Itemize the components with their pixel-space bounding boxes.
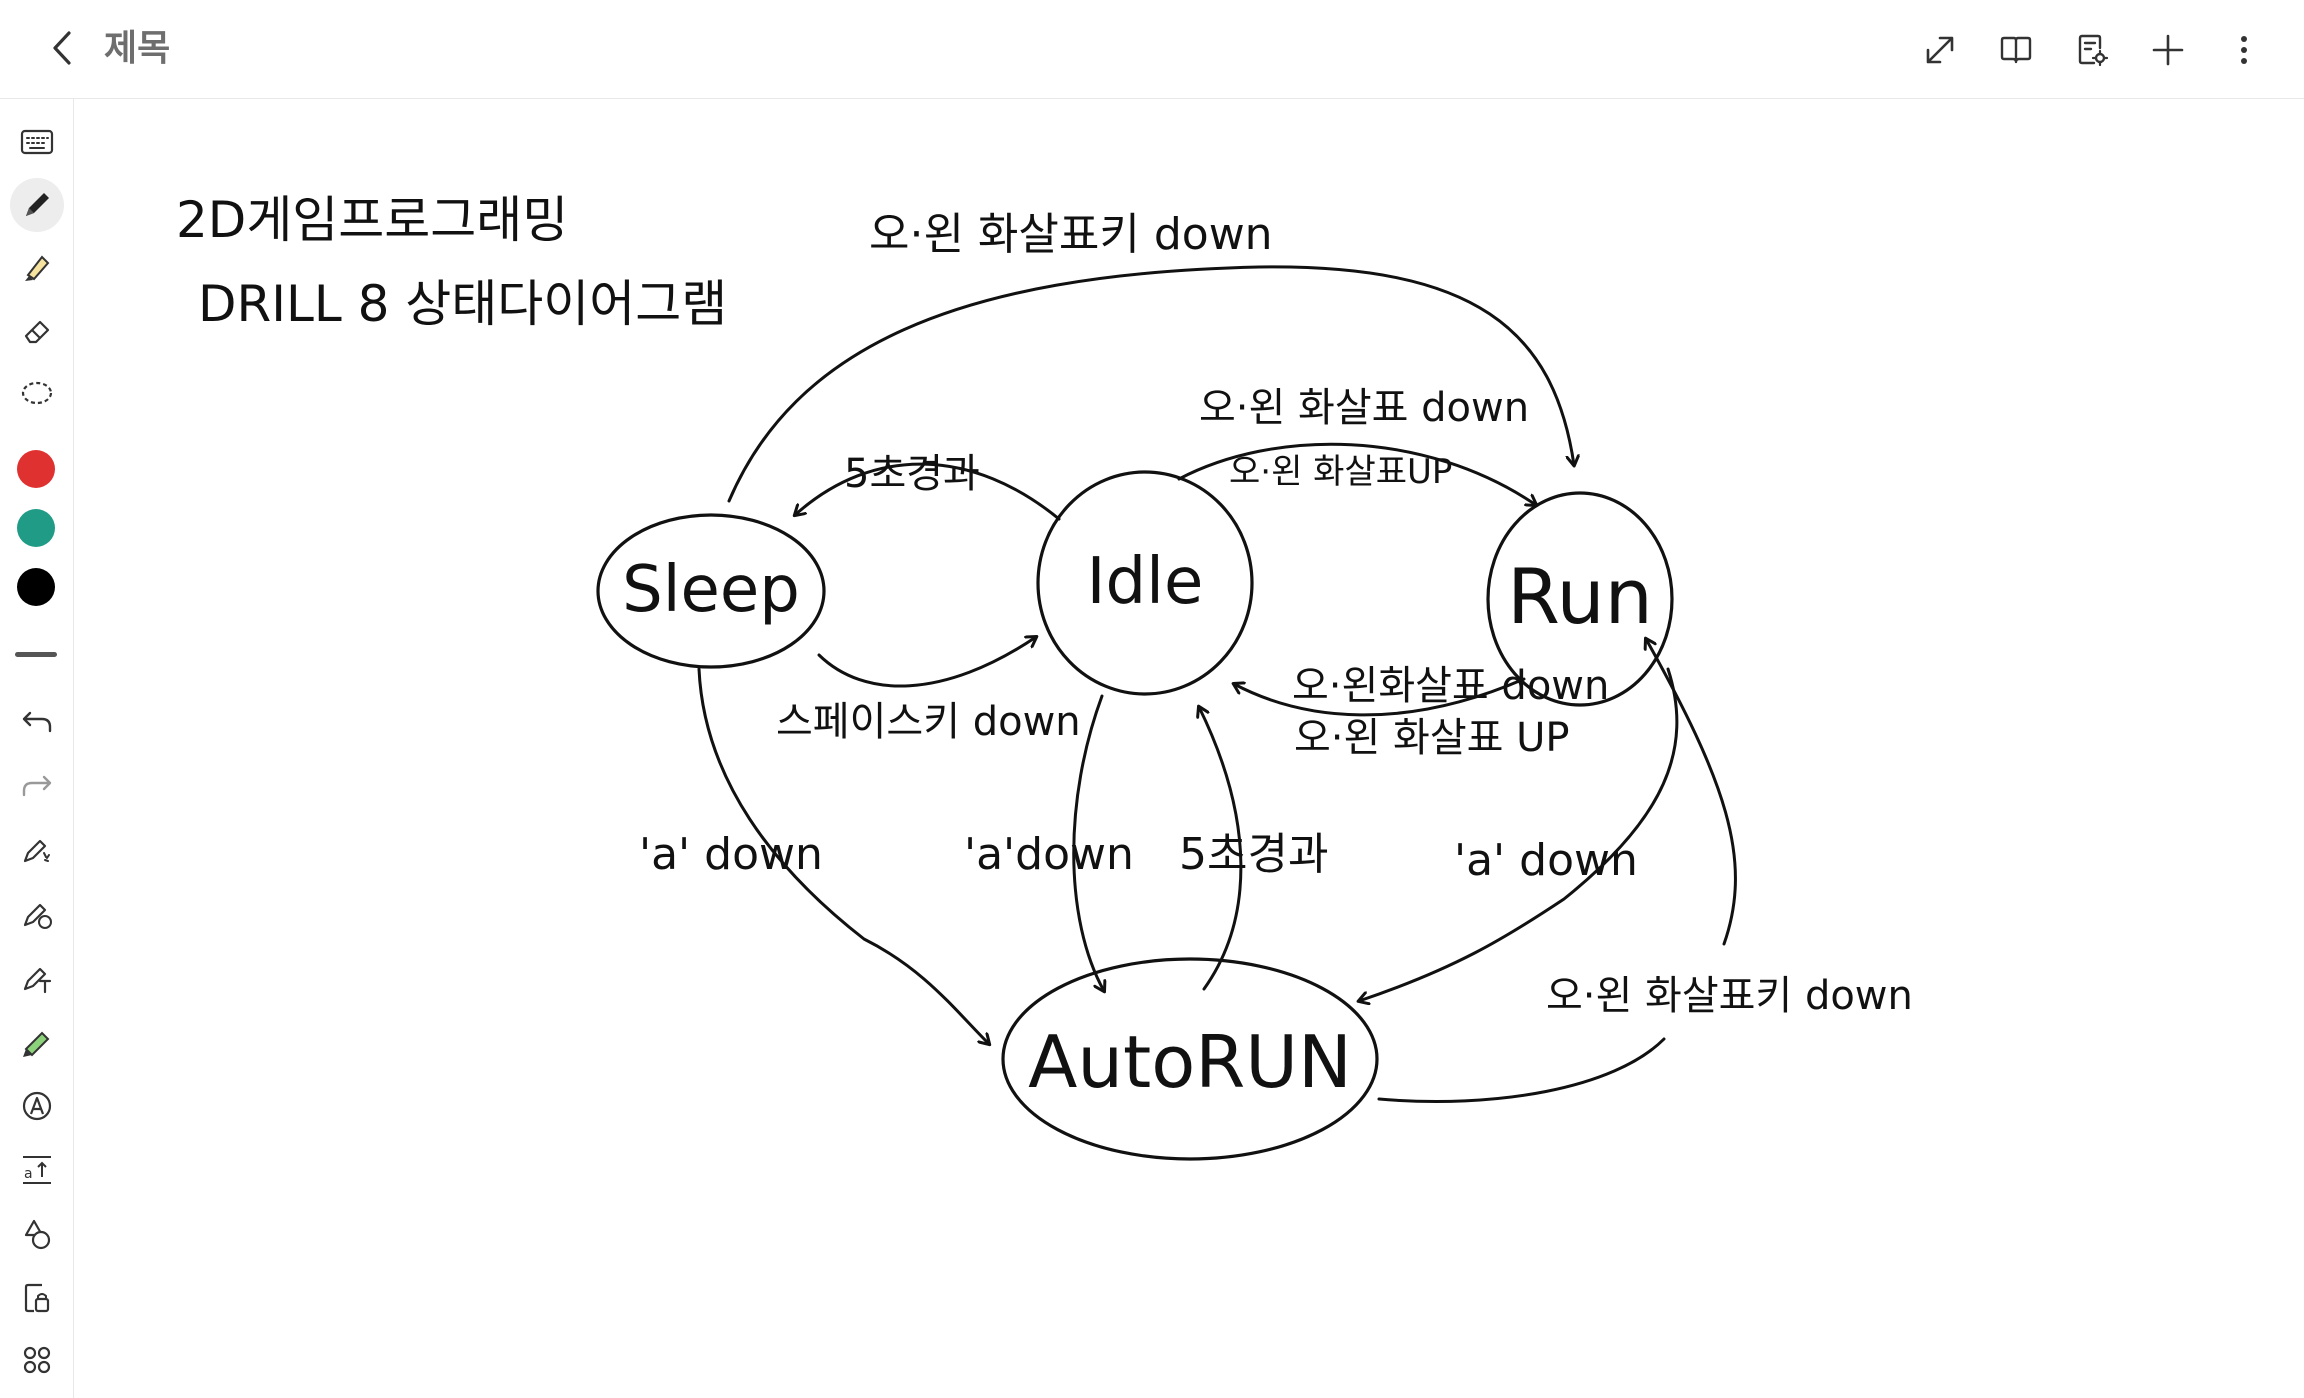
back-button[interactable] [40,26,84,70]
pen-effect-button[interactable] [10,823,64,877]
highlighter-icon [25,255,50,281]
pen-text-icon [23,967,52,994]
lock-doc-icon [24,1283,50,1313]
lock-document-button[interactable] [10,1271,64,1325]
expand-button[interactable] [1914,24,1966,76]
undo-button[interactable] [10,695,64,749]
undo-icon [22,711,52,733]
arrow-idle-to-autorun [1072,694,1104,991]
pencil-color-button[interactable] [10,1015,64,1069]
label-sleep-to-idle: 스페이스키 down [776,699,1081,745]
pen-effect-icon [23,839,50,863]
page-settings-button[interactable] [2066,24,2118,76]
state-sleep-label: Sleep [622,553,800,627]
color-teal-swatch[interactable] [17,509,55,547]
keyboard-button[interactable] [10,115,64,169]
chevron-left-icon [53,31,71,65]
heading-line2: DRILL 8 상태다이어그램 [198,275,727,333]
book-icon [2000,36,2032,64]
more-vertical-icon [2241,36,2247,64]
label-run-to-idle-up: 오·왼 화살표 UP [1294,715,1570,761]
label-sleep-to-autorun: 'a' down [639,829,823,880]
state-idle-label: Idle [1087,545,1204,619]
label-autorun-to-idle: 5초경과 [1179,829,1328,880]
lasso-tool-button[interactable] [10,367,64,421]
arrow-autorun-to-idle [1199,707,1243,991]
pen-thickness-indicator[interactable] [15,652,57,657]
label-run-to-idle-down: 오·왼화살표 down [1292,663,1609,709]
add-page-button[interactable] [2142,24,2194,76]
pen-auto-button[interactable] [10,887,64,941]
expand-diagonal-icon [1926,36,1954,64]
text-size-icon: a [23,1156,51,1184]
state-autorun-circle [1001,957,1379,1161]
pen-icon [26,193,49,216]
plus-icon [2152,34,2184,66]
heading-line1: 2D게임프로그래밍 [176,191,568,249]
redo-icon [22,775,52,797]
arrow-sleep-to-idle [817,637,1036,688]
arrow-autorun-to-run [1377,639,1737,1103]
tool-sidebar: a [0,99,74,1398]
eraser-tool-button[interactable] [10,304,64,358]
keyboard-icon [20,129,54,155]
arrow-idle-to-sleep [795,462,1061,521]
pencil-color-icon [23,1031,50,1057]
svg-text:a: a [24,1166,33,1182]
label-idle-to-sleep: 5초경과 [844,451,980,497]
label-idle-to-run-up: 오·왼 화살표UP [1229,452,1452,492]
top-bar: 제목 [0,0,2304,99]
label-autorun-to-run: 오·왼 화살표키 down [1546,973,1913,1019]
pen-auto-icon [23,903,52,929]
eraser-icon [24,320,50,344]
lasso-icon [21,381,53,405]
arrow-run-to-autorun [1359,667,1679,1001]
arrow-sleep-to-run [727,265,1574,503]
label-run-to-autorun: 'a' down [1454,835,1638,886]
redo-button[interactable] [10,759,64,813]
more-tools-button[interactable] [10,1333,64,1387]
note-canvas[interactable]: 2D게임프로그래밍 DRILL 8 상태다이어그램 Sleep Idle Run… [74,99,2304,1398]
label-idle-to-run-down: 오·왼 화살표 down [1199,385,1529,431]
font-button[interactable] [10,1079,64,1133]
arrow-idle-to-run [1177,442,1536,505]
font-a-icon [22,1091,52,1121]
color-black-swatch[interactable] [17,568,55,606]
more-options-button[interactable] [2218,24,2270,76]
text-size-button[interactable]: a [10,1143,64,1197]
state-run-label: Run [1507,552,1653,641]
state-sleep-circle [596,513,826,669]
arrow-run-to-idle [1234,677,1526,717]
color-red-swatch[interactable] [17,450,55,488]
state-run-circle [1486,491,1674,707]
note-title[interactable]: 제목 [104,28,171,69]
arrow-sleep-to-autorun [697,667,989,1044]
label-sleep-to-run: 오·왼 화살표키 down [869,209,1273,260]
state-diagram: 2D게임프로그래밍 DRILL 8 상태다이어그램 Sleep Idle Run… [176,191,1913,1161]
page-settings-icon [2078,34,2109,67]
shapes-button[interactable] [10,1207,64,1261]
state-autorun-label: AutoRUN [1028,1020,1352,1104]
pen-tool-button[interactable] [10,178,64,232]
reading-mode-button[interactable] [1990,24,2042,76]
label-idle-to-autorun: 'a'down [964,829,1134,880]
highlighter-tool-button[interactable] [10,241,64,295]
apps-grid-icon [23,1346,51,1374]
shapes-icon [24,1219,51,1250]
pen-to-text-button[interactable] [10,951,64,1005]
state-idle-circle [1036,470,1254,696]
